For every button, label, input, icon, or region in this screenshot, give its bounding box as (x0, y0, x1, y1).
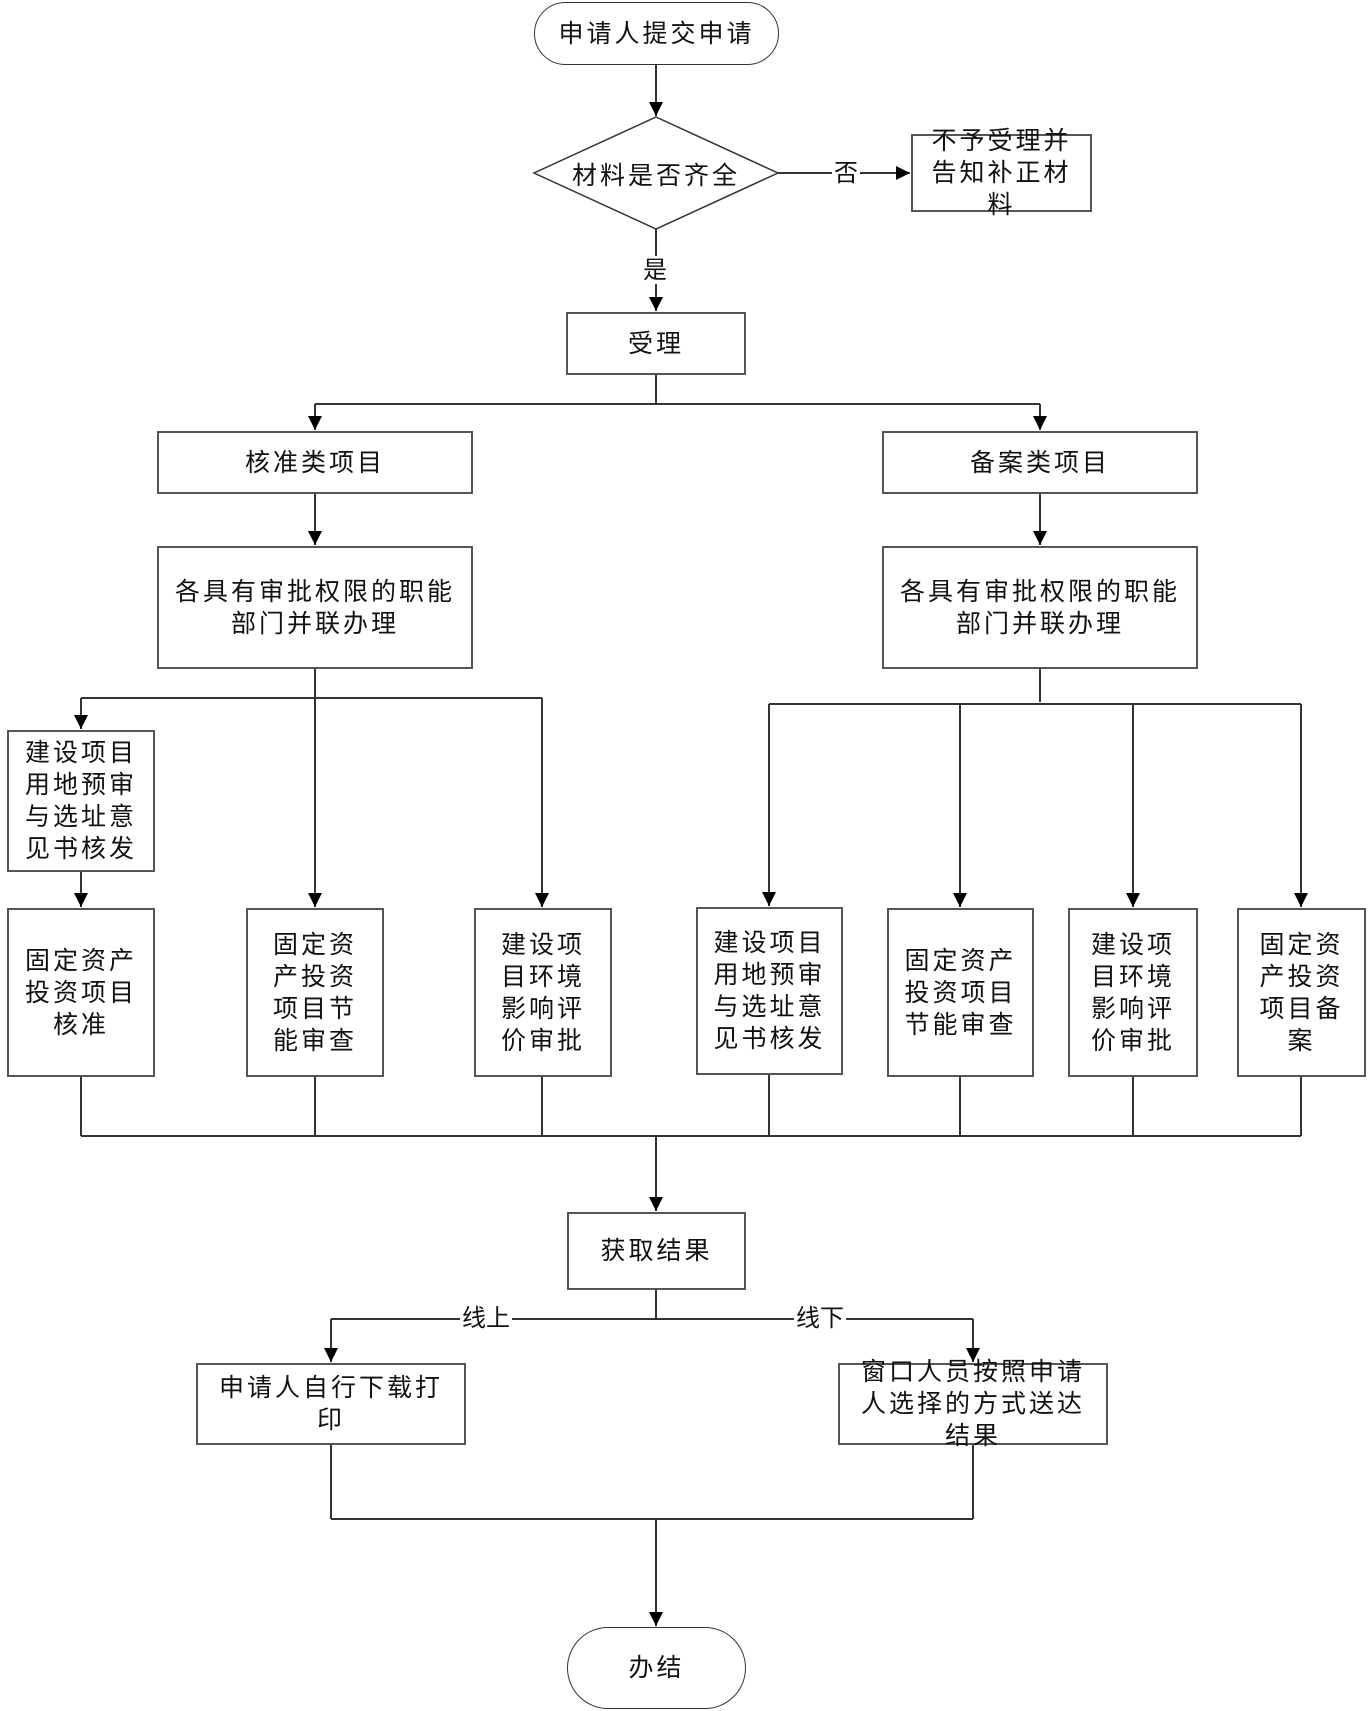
online-action-label: 申请人自行下载打印 (218, 1373, 443, 1434)
offline-action-label: 窗口人员按照申请人选择的方式送达结果 (860, 1357, 1085, 1450)
offline-label: 线下 (794, 1304, 846, 1332)
filing-title-node: 备案类项目 (882, 431, 1198, 494)
no-label: 否 (832, 159, 860, 187)
filing-parallel-node: 各具有审批权限的职能部门并联办理 (882, 546, 1198, 669)
approval-step-label: 建设项目环境影响评价审批 (500, 929, 585, 1055)
online-label: 线上 (460, 1304, 512, 1332)
filing-step-node: 建设项目用地预审与选址意见书核发 (696, 907, 843, 1075)
result-label: 获取结果 (600, 1236, 713, 1265)
approval-pre-step-node: 建设项目用地预审与选址意见书核发 (7, 730, 155, 872)
approval-step-node: 建设项目环境影响评价审批 (474, 908, 612, 1077)
online-action-node: 申请人自行下载打印 (196, 1363, 466, 1445)
filing-step-node: 建设项目环境影响评价审批 (1068, 908, 1198, 1077)
connector-accept-split (315, 375, 1040, 405)
filing-step-label: 建设项目用地预审与选址意见书核发 (713, 928, 826, 1053)
end-node: 办结 (567, 1627, 746, 1709)
filing-step-label: 固定资产投资项目备案 (1259, 929, 1344, 1055)
accept-label: 受理 (627, 328, 684, 358)
approval-title-node: 核准类项目 (157, 431, 473, 494)
reject-node: 不予受理并告知补正材料 (911, 126, 1092, 219)
approval-step-label: 固定资产投资项目节能审查 (272, 929, 357, 1055)
decision-label: 材料是否齐全 (571, 161, 740, 190)
start-label: 申请人提交申请 (558, 18, 755, 48)
start-node: 申请人提交申请 (534, 2, 779, 65)
filing-step-label: 固定资产投资项目节能审查 (904, 945, 1017, 1039)
approval-step-node: 固定资产投资项目核准 (7, 908, 155, 1077)
approval-parallel-label: 各具有审批权限的职能部门并联办理 (174, 576, 455, 638)
filing-step-label: 建设项目环境影响评价审批 (1090, 929, 1175, 1055)
yes-label: 是 (641, 256, 669, 284)
approval-parallel-node: 各具有审批权限的职能部门并联办理 (157, 546, 473, 669)
filing-step-node: 固定资产投资项目备案 (1237, 908, 1366, 1077)
approval-step-label: 固定资产投资项目核准 (24, 945, 137, 1039)
filing-step-node: 固定资产投资项目节能审查 (887, 908, 1034, 1077)
accept-node: 受理 (566, 312, 746, 375)
offline-action-node: 窗口人员按照申请人选择的方式送达结果 (838, 1357, 1108, 1450)
filing-parallel-label: 各具有审批权限的职能部门并联办理 (899, 576, 1180, 638)
result-node: 获取结果 (567, 1212, 746, 1290)
approval-step-node: 固定资产投资项目节能审查 (246, 908, 384, 1077)
filing-title-label: 备案类项目 (969, 447, 1110, 477)
reject-label: 不予受理并告知补正材料 (931, 126, 1072, 219)
end-label: 办结 (628, 1653, 685, 1682)
approval-pre-step-label: 建设项目用地预审与选址意见书核发 (24, 738, 137, 863)
approval-title-label: 核准类项目 (244, 447, 385, 477)
